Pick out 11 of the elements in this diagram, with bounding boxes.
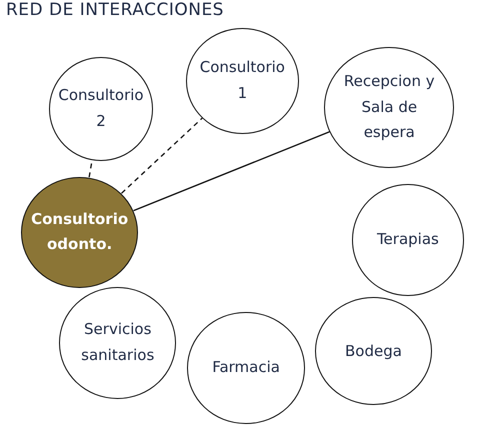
node-label: Terapias	[376, 229, 439, 250]
connector-line	[133, 131, 330, 212]
node-label: Farmacia	[212, 357, 280, 378]
node-label: Recepcion y Sala de espera	[342, 71, 436, 144]
connector-line	[121, 118, 203, 194]
node-label: Bodega	[345, 340, 402, 362]
node-label: Consultorio odonto.	[31, 208, 128, 256]
node-label: Consultorio 2	[58, 85, 144, 132]
diagram-title: RED DE INTERACCIONES	[6, 0, 224, 20]
node-label: Consultorio 1	[198, 57, 286, 104]
node-label: Servicios sanitarios	[80, 319, 156, 366]
